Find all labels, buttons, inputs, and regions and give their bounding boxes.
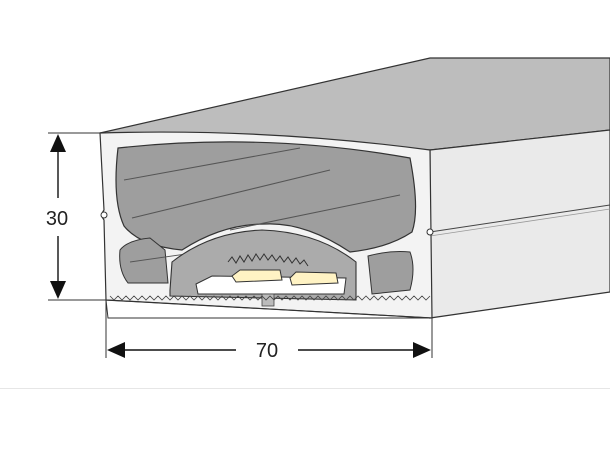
base-ribs — [109, 295, 431, 301]
side-groove-line — [429, 204, 610, 233]
diffuser-cavity — [115, 141, 417, 253]
profile-side-face — [429, 129, 610, 319]
side-notch-left — [100, 211, 108, 219]
width-arrow-right — [413, 342, 431, 358]
channel-line — [131, 169, 331, 219]
housing-serration — [227, 253, 309, 267]
base-edge — [105, 299, 433, 319]
side-groove-line-lower — [429, 208, 610, 237]
base-sole — [105, 299, 430, 319]
channel-line — [123, 147, 301, 181]
lower-right-channel — [367, 251, 414, 295]
height-label: 30 — [46, 208, 68, 230]
height-arrow-down — [50, 281, 66, 299]
led-chip-left — [231, 269, 283, 283]
width-label: 70 — [256, 340, 278, 362]
height-arrow-up — [50, 134, 66, 152]
pcb-stem — [261, 293, 275, 307]
channel-line — [229, 194, 401, 231]
side-notch-right — [426, 228, 434, 236]
width-arrow-left — [107, 342, 125, 358]
led-chip-right — [289, 271, 339, 286]
bottom-divider — [0, 388, 610, 389]
lower-left-channel — [119, 237, 169, 284]
